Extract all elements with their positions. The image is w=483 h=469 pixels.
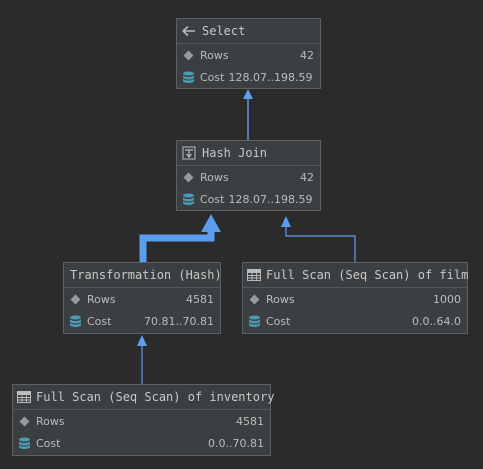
cost-row: Cost 128.07..198.59 — [177, 66, 320, 88]
cost-value: 0.0..70.81 — [208, 436, 264, 450]
rows-value: 4581 — [186, 292, 214, 306]
node-header: Full Scan (Seq Scan) of film — [243, 263, 469, 288]
cost-label: Cost — [200, 70, 225, 84]
diamond-icon — [17, 414, 31, 428]
plan-node-transformation-hash[interactable]: Transformation (Hash) Rows 4581 Cost 70.… — [63, 262, 222, 334]
database-icon — [181, 192, 195, 206]
cost-label: Cost — [200, 192, 225, 206]
edge-arrowhead — [201, 214, 221, 232]
database-icon — [68, 314, 82, 328]
node-title: Select — [202, 24, 246, 38]
node-header: Hash Join — [177, 141, 320, 166]
diamond-icon — [68, 292, 82, 306]
rows-label: Rows — [87, 292, 116, 306]
node-title: Full Scan (Seq Scan) of inventory — [36, 390, 275, 404]
diamond-icon — [181, 170, 195, 184]
diamond-icon — [181, 48, 195, 62]
cost-value: 128.07..198.59 — [228, 192, 313, 206]
cost-value: 70.81..70.81 — [144, 314, 214, 328]
rows-row: Rows 42 — [177, 44, 320, 66]
rows-row: Rows 1000 — [243, 288, 467, 310]
edge-arrowhead — [137, 335, 147, 346]
database-icon — [181, 70, 195, 84]
cost-row: Cost 0.0..70.81 — [13, 432, 270, 454]
rows-value: 42 — [300, 48, 314, 62]
cost-row: Cost 0.0..64.0 — [243, 310, 467, 332]
cost-label: Cost — [87, 314, 112, 328]
rows-label: Rows — [200, 48, 229, 62]
node-title: Transformation (Hash) — [70, 268, 222, 282]
node-title: Full Scan (Seq Scan) of film — [266, 268, 469, 282]
database-icon — [247, 314, 261, 328]
edge-arrowhead — [281, 216, 291, 227]
edge-film-hashjoin — [285, 225, 356, 262]
plan-node-scan-inventory[interactable]: Full Scan (Seq Scan) of inventory Rows 4… — [12, 384, 274, 456]
rows-label: Rows — [200, 170, 229, 184]
table-icon — [247, 267, 261, 283]
node-title: Hash Join — [202, 146, 268, 160]
cost-label: Cost — [266, 314, 291, 328]
table-icon — [17, 389, 31, 405]
rows-label: Rows — [36, 414, 65, 428]
node-header: Select — [177, 19, 320, 44]
cost-row: Cost 128.07..198.59 — [177, 188, 320, 210]
rows-value: 42 — [300, 170, 314, 184]
hash-join-icon — [181, 145, 197, 161]
rows-row: Rows 4581 — [64, 288, 220, 310]
cost-row: Cost 70.81..70.81 — [64, 310, 220, 332]
edge-arrowhead — [243, 89, 253, 99]
back-arrow-icon — [181, 23, 197, 39]
rows-row: Rows 4581 — [13, 410, 270, 432]
plan-node-scan-film[interactable]: Full Scan (Seq Scan) of film Rows 1000 C… — [242, 262, 468, 334]
plan-node-select[interactable]: Select Rows 42 Cost 128.07..198.59 — [176, 18, 321, 89]
node-header: Transformation (Hash) — [64, 263, 222, 288]
diamond-icon — [247, 292, 261, 306]
rows-label: Rows — [266, 292, 295, 306]
cost-value: 128.07..198.59 — [228, 70, 313, 84]
rows-value: 4581 — [236, 414, 264, 428]
database-icon — [17, 436, 31, 450]
edge-transformation-hashjoin — [139, 228, 215, 262]
cost-label: Cost — [36, 436, 61, 450]
cost-value: 0.0..64.0 — [412, 314, 461, 328]
plan-node-hash-join[interactable]: Hash Join Rows 42 Cost 128.07..198.59 — [176, 140, 321, 211]
rows-row: Rows 42 — [177, 166, 320, 188]
node-header: Full Scan (Seq Scan) of inventory — [13, 385, 274, 410]
rows-value: 1000 — [433, 292, 461, 306]
